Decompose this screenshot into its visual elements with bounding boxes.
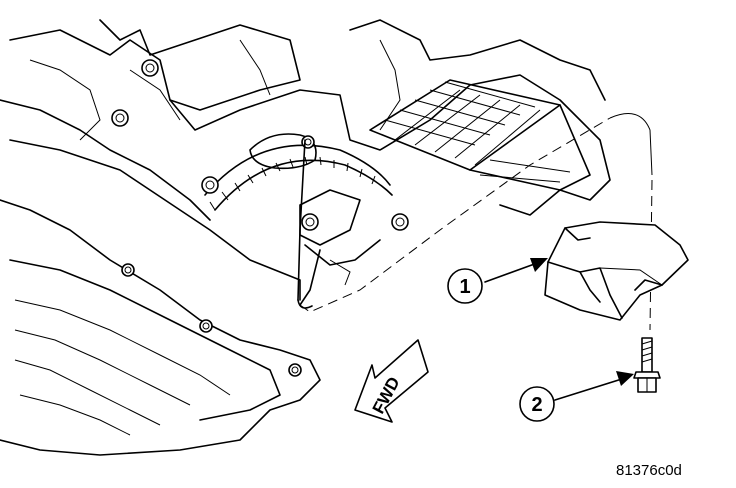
- mounting-bolt-part: [633, 337, 661, 393]
- bolt-head: [199, 319, 213, 333]
- support-grid: [369, 79, 591, 191]
- bolt-head: [111, 109, 129, 127]
- dust-cover-part: [544, 221, 689, 321]
- bolt-head: [201, 176, 219, 194]
- installation-path: [299, 113, 653, 331]
- callout-2: 2: [519, 371, 634, 422]
- figure-code: 81376c0d: [616, 462, 682, 479]
- bolt-head: [288, 363, 302, 377]
- housing-bolts: [111, 59, 409, 377]
- bolt-head: [121, 263, 135, 277]
- callout-2-label: 2: [531, 394, 542, 416]
- bolt-head: [301, 213, 319, 231]
- engine-assembly: [0, 19, 611, 456]
- forward-direction-arrow: FWD: [354, 339, 429, 423]
- callout-1-label: 1: [459, 276, 470, 298]
- bolt-head: [391, 213, 409, 231]
- mounting-bracket: [299, 189, 381, 306]
- ring-gear: [204, 133, 393, 211]
- bolt-head: [141, 59, 159, 77]
- bolt-head: [301, 135, 315, 149]
- callout-1: 1: [447, 258, 548, 304]
